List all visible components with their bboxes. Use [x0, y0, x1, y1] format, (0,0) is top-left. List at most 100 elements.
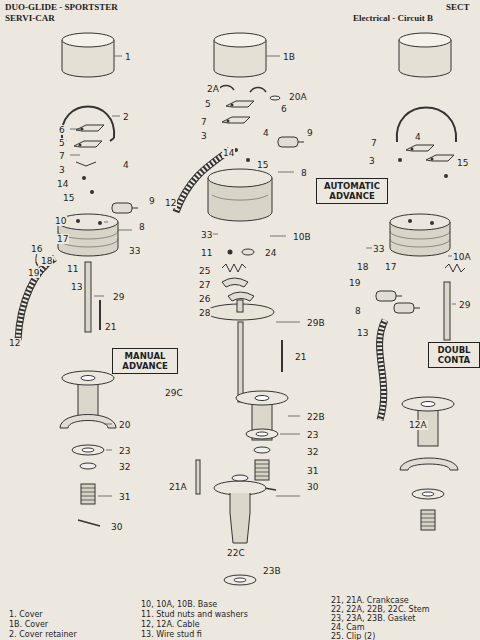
- callout-number: 30: [306, 482, 319, 492]
- illustration-rect: [238, 322, 243, 402]
- illustration-path: [76, 162, 96, 166]
- illustration-use: [426, 155, 454, 161]
- illustration-use: [421, 510, 435, 530]
- illustration-circle: [246, 158, 250, 162]
- callout-number: 20: [118, 420, 131, 430]
- callout-number: 29: [458, 300, 471, 310]
- callout-number: 18: [356, 262, 369, 272]
- illustration-path: [400, 458, 458, 470]
- parts-list-entry: 1. Cover: [8, 610, 44, 619]
- illustration-path: [62, 107, 114, 139]
- illustration-use: [222, 117, 250, 123]
- callout-number: 15: [456, 158, 469, 168]
- callout-number: 25: [198, 266, 211, 276]
- illustration-path: [18, 258, 55, 340]
- callout-number: 15: [256, 160, 269, 170]
- callout-number: 29C: [164, 388, 184, 398]
- illustration-path: [445, 264, 465, 272]
- callout-number: 31: [118, 492, 131, 502]
- callout-number: 4: [414, 132, 422, 142]
- illustration-path: [380, 320, 385, 420]
- box-text: DOUBL CONTA: [432, 345, 476, 365]
- callout-number: 27: [198, 280, 211, 290]
- callout-number: 12A: [408, 420, 428, 430]
- illustration-line: [78, 520, 100, 526]
- callout-number: 23: [306, 430, 319, 440]
- illustration-use: [214, 33, 266, 77]
- callout-number: 20A: [288, 92, 308, 102]
- callout-number: 21A: [168, 482, 188, 492]
- illustration-line: [99, 300, 101, 330]
- callout-number: 7: [58, 151, 66, 161]
- callout-number: 6: [280, 104, 288, 114]
- parts-list-entry: 25. Clip (2): [330, 632, 376, 640]
- callout-number: 10: [54, 216, 67, 226]
- page-header: DUO-GLIDE - SPORTSTER: [4, 2, 119, 12]
- callout-number: 14: [222, 148, 235, 158]
- callout-number: 8: [138, 222, 146, 232]
- illustration-ellipse: [232, 475, 248, 481]
- illustration-use: [74, 141, 102, 147]
- callout-number: 22B: [306, 412, 326, 422]
- callout-number: 32: [306, 447, 319, 457]
- illustration-circle: [82, 176, 86, 180]
- illustration-use: [246, 429, 278, 439]
- callout-number: 19: [27, 268, 40, 278]
- illustration-ellipse: [208, 169, 272, 187]
- callout-number: 2: [122, 112, 130, 122]
- callout-number: 13: [70, 282, 83, 292]
- illustration-rect: [444, 282, 450, 340]
- callout-number: 23: [118, 446, 131, 456]
- illustration-line: [281, 340, 283, 372]
- callout-number: 23B: [262, 566, 282, 576]
- callout-number: 19: [348, 278, 361, 288]
- parts-list-entry: 10, 10A, 10B. Base: [140, 600, 218, 609]
- illustration-path: [212, 195, 268, 200]
- parts-list-entry: 12, 12A. Cable: [140, 620, 201, 629]
- parts-list-entry: 21, 21A. Crankcase: [330, 596, 410, 605]
- illustration-path: [230, 493, 250, 543]
- callout-number: 8: [354, 306, 362, 316]
- callout-number: 4: [122, 160, 130, 170]
- callout-number: 30: [110, 522, 123, 532]
- callout-number: 31: [306, 466, 319, 476]
- parts-list-entry: 1B. Cover: [8, 620, 49, 629]
- callout-number: 10B: [292, 232, 312, 242]
- callout-number: 29B: [306, 318, 326, 328]
- illustration-use: [236, 391, 288, 440]
- parts-list-entry: 13. Wire stud fi: [140, 630, 203, 639]
- box-text: MANUAL ADVANCE: [116, 351, 174, 371]
- illustration-use: [390, 214, 450, 256]
- illustration-rect: [196, 460, 200, 494]
- illustration-ellipse: [254, 447, 270, 453]
- illustration-use: [76, 125, 104, 131]
- illustration-use: [255, 460, 269, 480]
- parts-list-entry: 22, 22A, 22B, 22C. Stem: [330, 605, 431, 614]
- illustration-use: [112, 203, 138, 213]
- illustration-use: [376, 291, 402, 301]
- illustration-use: [62, 33, 114, 77]
- illustration-circle: [444, 174, 448, 178]
- callout-number: 33: [372, 244, 385, 254]
- callout-number: 12: [8, 338, 21, 348]
- illustration-circle: [90, 190, 94, 194]
- illustration-path: [70, 56, 458, 496]
- illustration-ellipse: [80, 463, 96, 469]
- illustration-use: [224, 575, 256, 585]
- illustration-circle: [398, 158, 402, 162]
- callout-number: 1: [124, 52, 132, 62]
- page-header: SECT: [445, 2, 471, 12]
- illustration-use: [406, 145, 434, 151]
- illustration-path: [60, 415, 116, 429]
- callout-number: 9: [306, 128, 314, 138]
- callout-number: 17: [56, 234, 69, 244]
- callout-number: 8: [300, 168, 308, 178]
- callout-number: 33: [200, 230, 213, 240]
- callout-number: 4: [262, 128, 270, 138]
- callout-number: 21: [104, 322, 117, 332]
- illustration-path: [380, 320, 385, 420]
- callout-number: 9: [148, 196, 156, 206]
- callout-number: 1B: [282, 52, 296, 62]
- callout-number: 29: [112, 292, 125, 302]
- illustration-use: [412, 489, 444, 499]
